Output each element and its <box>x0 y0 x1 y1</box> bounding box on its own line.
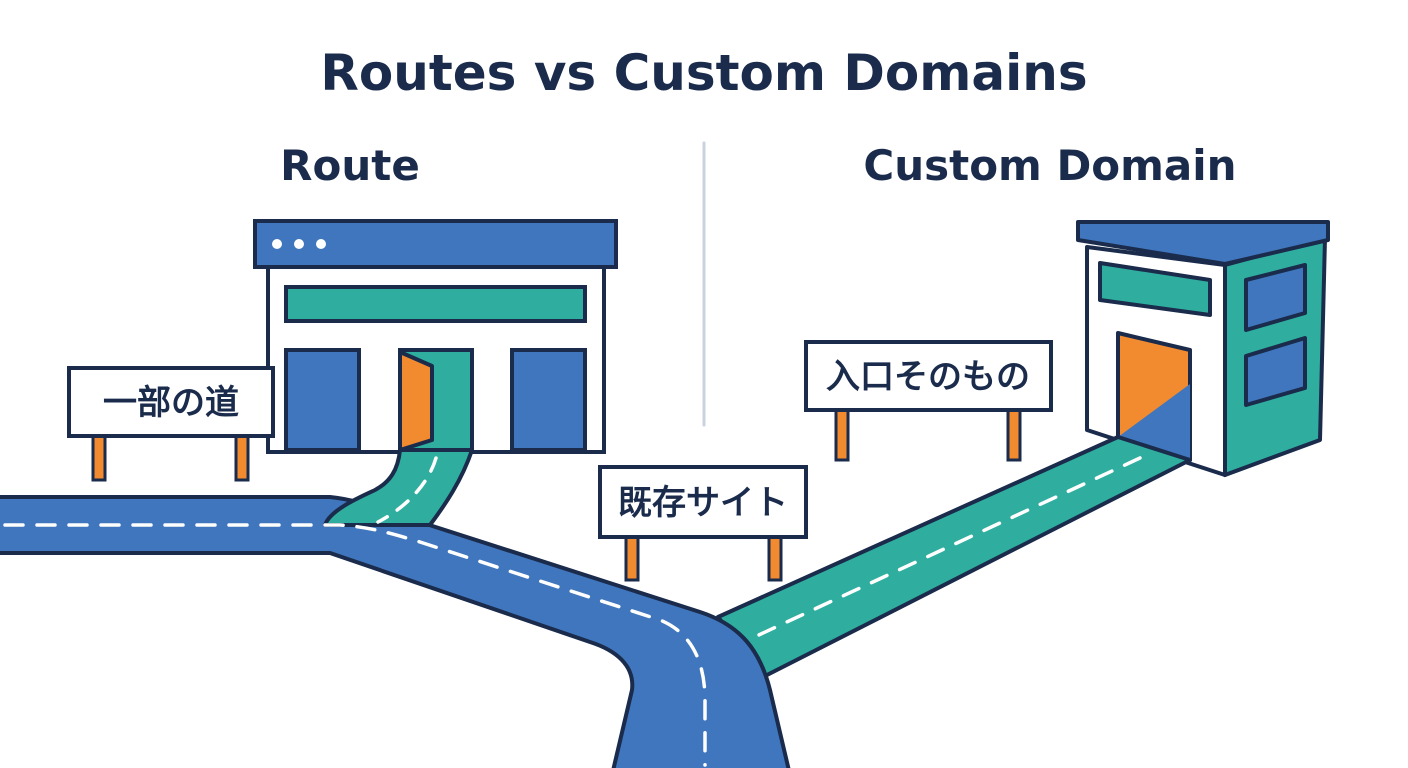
route-signpost: 一部の道 <box>67 366 275 482</box>
building-icon <box>1076 220 1330 477</box>
door-icon <box>398 350 434 452</box>
page-title: Routes vs Custom Domains <box>320 44 1087 102</box>
existing-site-signpost: 既存サイト <box>598 465 808 582</box>
road-icon <box>0 435 1192 768</box>
existing-site-sign-label: 既存サイト <box>618 483 788 523</box>
route-sign-label: 一部の道 <box>103 383 239 423</box>
custom-domain-signpost: 入口そのもの <box>804 340 1053 462</box>
custom-domain-sign-label: 入口そのもの <box>826 357 1030 397</box>
route-heading: Route <box>280 141 420 190</box>
custom-domain-heading: Custom Domain <box>863 141 1236 190</box>
storefront-icon <box>253 219 618 454</box>
